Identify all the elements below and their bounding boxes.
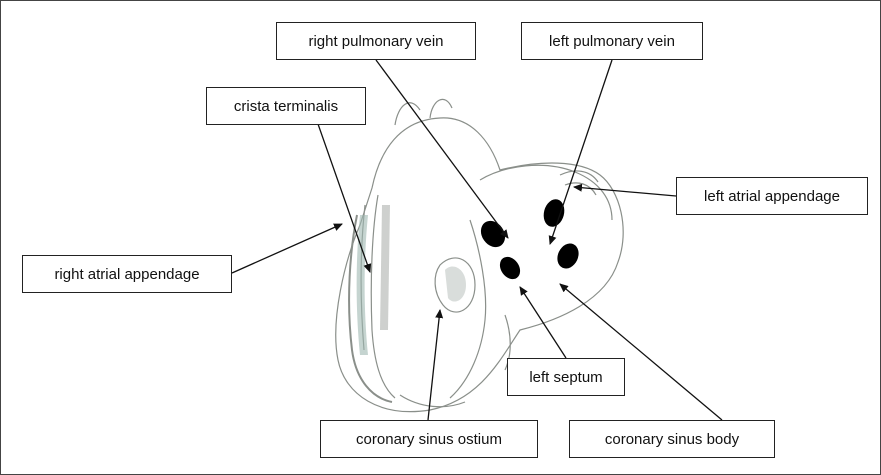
label-coronary-sinus-body: coronary sinus body: [569, 420, 775, 458]
left-lower-vein-ostium: [553, 240, 582, 272]
leader-coronary-sinus-ostium: [428, 310, 440, 420]
leader-right-atrial-appendage: [232, 224, 342, 273]
leader-left-septum: [520, 287, 566, 358]
right-lower-vein-ostium: [496, 253, 525, 283]
leader-left-pulmonary-vein: [550, 60, 612, 244]
label-coronary-sinus-ostium: coronary sinus ostium: [320, 420, 538, 458]
tissue-shading: [357, 205, 466, 355]
label-right-atrial-appendage: right atrial appendage: [22, 255, 232, 293]
leader-right-pulmonary-vein: [376, 60, 508, 238]
label-crista-terminalis: crista terminalis: [206, 87, 366, 125]
label-left-atrial-appendage: left atrial appendage: [676, 177, 868, 215]
leader-crista-terminalis: [318, 124, 370, 272]
vein-ostia: [476, 197, 583, 283]
label-left-septum: left septum: [507, 358, 625, 396]
label-left-pulmonary-vein: left pulmonary vein: [521, 22, 703, 60]
leader-coronary-sinus-body: [560, 284, 722, 420]
left-upper-vein-ostium: [541, 197, 568, 229]
leader-left-atrial-appendage: [574, 187, 676, 196]
label-right-pulmonary-vein: right pulmonary vein: [276, 22, 476, 60]
